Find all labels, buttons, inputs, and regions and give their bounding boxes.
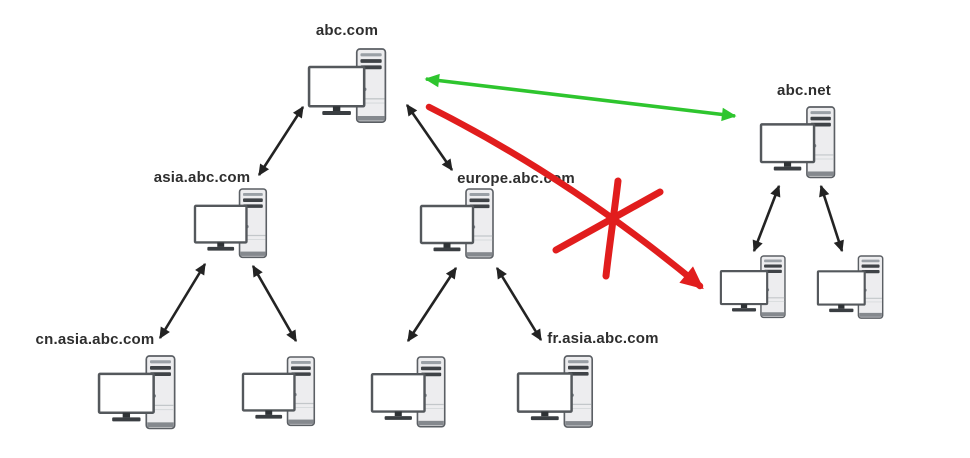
node-label-fr-asia-abc-com: fr.asia.abc.com bbox=[547, 330, 659, 347]
computer-icon-abc-net-child-1 bbox=[719, 254, 787, 319]
edge-asia-cn bbox=[158, 263, 207, 339]
edge-asia-child-2 bbox=[251, 264, 298, 343]
edge-abc-com-asia bbox=[257, 106, 305, 176]
node-label-abc-com: abc.com bbox=[315, 22, 379, 39]
edge-europe-child-1 bbox=[406, 267, 458, 342]
red-cross-arrow bbox=[425, 103, 704, 290]
red-cross-stroke-1 bbox=[602, 177, 622, 280]
computer-icon-europe-abc-com bbox=[419, 187, 495, 260]
red-cross-stroke-2 bbox=[552, 188, 664, 254]
trust-arrow-green bbox=[424, 73, 737, 122]
node-label-cn-asia-abc-com: cn.asia.abc.com bbox=[35, 331, 155, 348]
computer-icon-abc-net bbox=[759, 105, 836, 179]
computer-icon-abc-net-child-2 bbox=[816, 254, 884, 320]
computer-icon-abc-com bbox=[307, 47, 387, 124]
edge-abc-net-child-2 bbox=[819, 184, 844, 253]
node-label-asia-abc-com: asia.abc.com bbox=[153, 169, 251, 186]
edge-europe-fr bbox=[495, 267, 543, 341]
computer-icon-europe-child-1 bbox=[370, 355, 446, 428]
computer-icon-asia-child-2 bbox=[241, 355, 316, 427]
edge-abc-com-europe bbox=[405, 104, 454, 171]
edge-abc-net-child-1 bbox=[752, 184, 781, 253]
node-label-abc-net: abc.net bbox=[777, 82, 831, 99]
computer-icon-fr-asia-abc-com bbox=[516, 354, 594, 429]
computer-icon-asia-abc-com bbox=[193, 187, 268, 259]
computer-icon-cn-asia-abc-com bbox=[97, 354, 176, 430]
